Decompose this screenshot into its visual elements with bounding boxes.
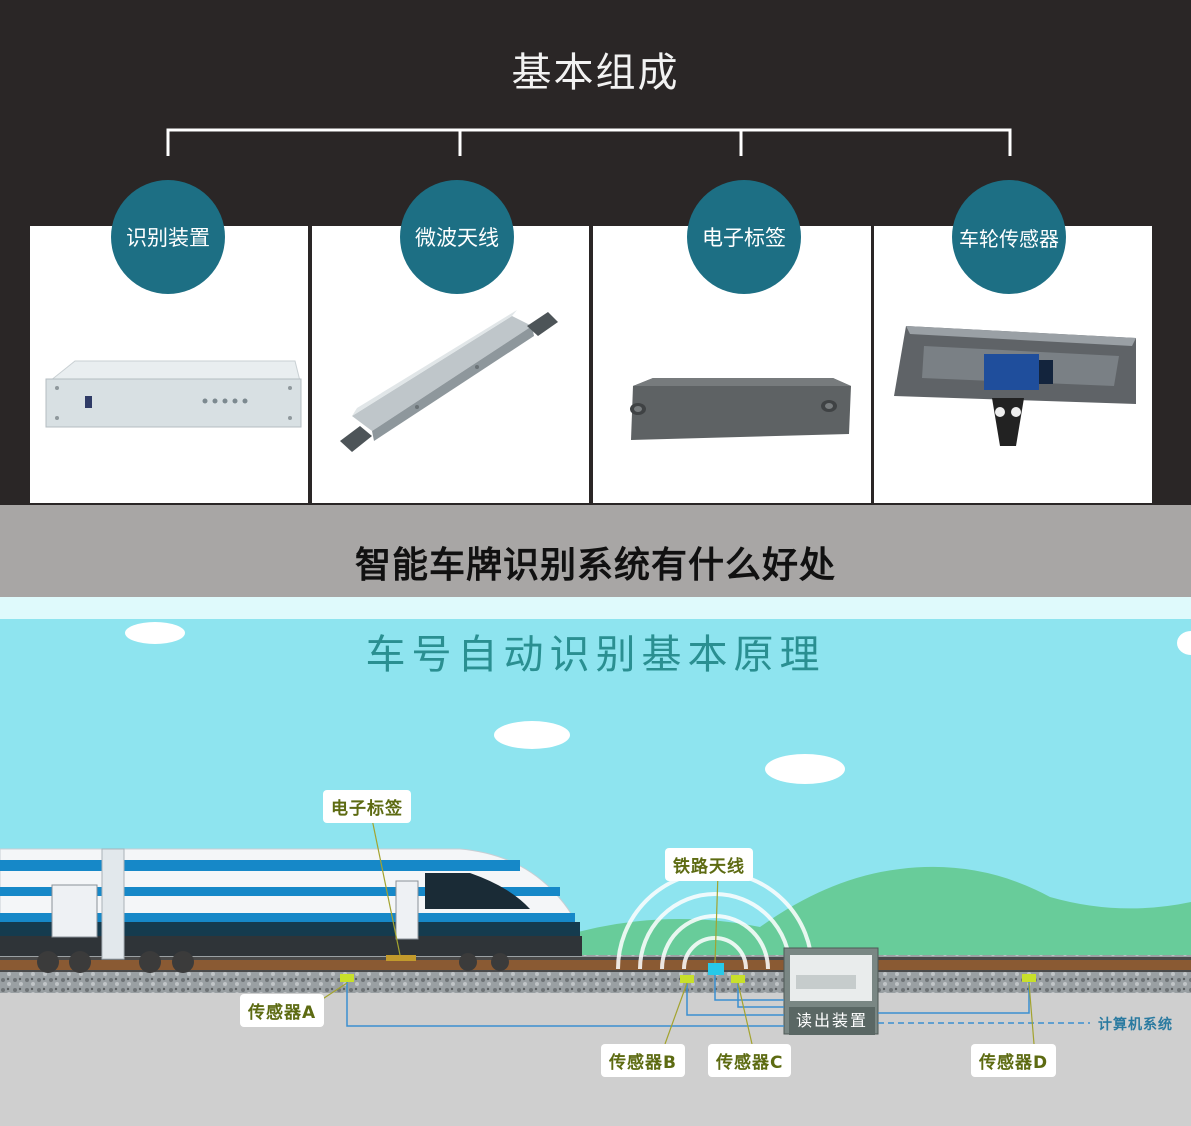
label-railway-antenna: 铁路天线 <box>665 848 753 881</box>
sensor <box>340 963 1036 983</box>
component-microwave-antenna: 微波天线 <box>400 180 514 294</box>
components-title: 基本组成 <box>511 50 680 96</box>
diagram-title: 车号自动识别基本原理 <box>365 632 826 678</box>
component-recognition-device: 识别装置 <box>111 180 225 294</box>
sleepers <box>0 957 1191 972</box>
train <box>0 848 582 973</box>
label-reader-device: 读出装置 <box>789 1007 875 1035</box>
principle-diagram <box>0 597 1191 1126</box>
label-sensor-a: 传感器A <box>240 994 325 1027</box>
label-electronic-tag: 电子标签 <box>323 790 411 823</box>
sensor-wiring <box>346 975 1090 1027</box>
headline-band <box>0 505 1191 597</box>
hill <box>560 866 1191 969</box>
cloud <box>125 622 1191 784</box>
label-sensor-b: 传感器B <box>601 1044 685 1077</box>
component-wheel-sensor: 车轮传感器 <box>952 180 1066 294</box>
label-computer-system: 计算机系统 <box>1098 1017 1173 1033</box>
electronic-tag-image <box>630 378 851 440</box>
component-electronic-tag: 电子标签 <box>687 180 801 294</box>
wheel-sensor-image <box>894 326 1136 446</box>
label-sensor-c: 传感器C <box>708 1044 792 1077</box>
microwave-antenna-image <box>340 310 558 452</box>
headline-title: 智能车牌识别系统有什么好处 <box>354 545 836 586</box>
bracket-connector <box>166 128 1012 156</box>
label-sensor-d: 传感器D <box>971 1044 1057 1077</box>
recognition-device-image <box>45 360 302 428</box>
